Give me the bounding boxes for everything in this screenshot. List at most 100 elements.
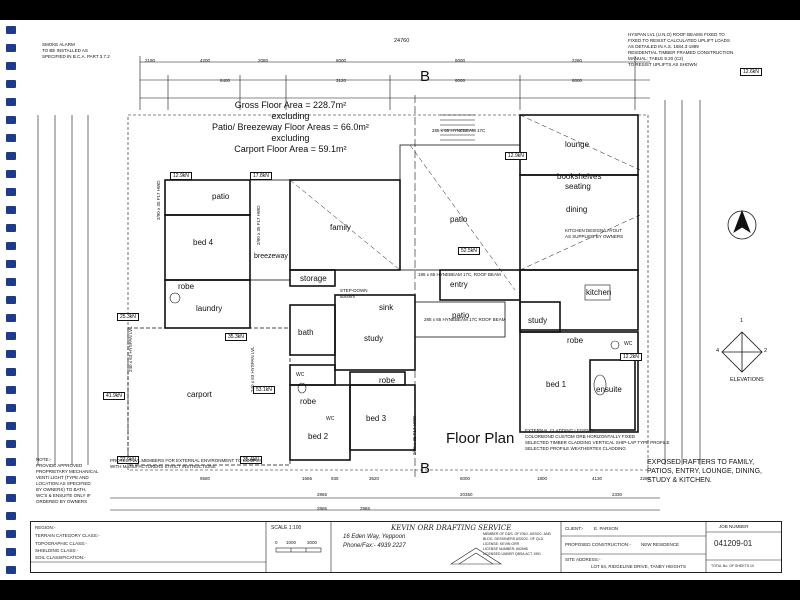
- binding-ring: [6, 386, 16, 394]
- floor-plan-title: Floor Plan: [446, 430, 515, 447]
- title-block: REGION:- TERRAIN CATEGORY CLASS:- TOPOGR…: [30, 521, 782, 573]
- room-wc-1: WC: [624, 341, 633, 347]
- room-entry: entry: [450, 280, 468, 289]
- load-box-5: 35.3kN: [225, 333, 247, 341]
- binding-ring: [6, 260, 16, 268]
- dim-top-4: 6000: [455, 58, 466, 63]
- overall-dimension: 24760: [394, 38, 410, 44]
- binding-ring: [6, 98, 16, 106]
- tb-firm: KEVIN ORR DRAFTING SERVICE: [391, 524, 512, 532]
- elevation-1: 1: [740, 318, 744, 324]
- tb-region: REGION:-: [35, 525, 56, 530]
- room-patio-left: patio: [212, 192, 230, 201]
- binding-ring: [6, 80, 16, 88]
- room-storage: storage: [300, 274, 327, 283]
- binding-ring: [6, 278, 16, 286]
- binding-ring: [6, 404, 16, 412]
- dim-bottom-7: 2280: [640, 476, 651, 481]
- binding-ring: [6, 440, 16, 448]
- room-family: family: [330, 223, 351, 232]
- room-bookshelves: bookshelves: [557, 172, 602, 181]
- room-bed-4: bed 4: [193, 238, 214, 247]
- elevation-2: 2: [764, 348, 768, 354]
- dim-top-5: 2280: [572, 58, 583, 63]
- room-bath: bath: [298, 328, 314, 337]
- section-marker-top: B: [420, 68, 431, 85]
- beam-label-3: 285 x 65 HYNEBEAM 17C ROOF BEAM: [424, 317, 506, 322]
- binding-ring: [6, 476, 16, 484]
- dim-top-3: 6000: [336, 58, 347, 63]
- load-box-2: 17.8kN: [250, 172, 272, 180]
- room-patio-center: patio: [450, 215, 468, 224]
- dim-top-1: 4200: [200, 58, 211, 63]
- elevations-label: ELEVATIONS: [730, 377, 764, 383]
- load-box-4: 25.3kN: [117, 313, 139, 321]
- binding-ring: [6, 134, 16, 142]
- room-carport: carport: [187, 390, 212, 399]
- room-robe-3: robe: [300, 397, 317, 406]
- room-bed-2: bed 2: [308, 432, 329, 441]
- tb-sheets: TOTAL No. OF SHEETS 10: [711, 564, 754, 568]
- binding-ring: [6, 170, 16, 178]
- tb-site-label: SITE ADDRESS:-: [565, 557, 601, 562]
- spiral-binding: [0, 20, 22, 580]
- tb-address: 16 Eden Way, Yeppoon: [343, 534, 406, 540]
- room-wc-2: WC: [296, 372, 305, 378]
- drawing-sheet: SMOKE ALARM TO BE INSTALLED AS SPECIFIED…: [0, 20, 800, 580]
- dim-second-2: 6000: [455, 78, 466, 83]
- binding-ring: [6, 566, 16, 574]
- vent-light-note: NOTE:- PROVIDE APPROVED PROPRIETARY MECH…: [36, 457, 99, 504]
- tb-phone: Phone/Fax:- 4939 2227: [343, 543, 406, 549]
- beam-label-2: 195 x 65 HYNEBEAM 17C, ROOF BEAM: [418, 272, 501, 277]
- load-box-10: 52.5kN: [458, 247, 480, 255]
- binding-ring: [6, 206, 16, 214]
- dim-bottom3-1: 2865: [317, 506, 328, 511]
- beam-label-6: 2/90 x 35 F17 HWD: [156, 180, 161, 220]
- load-box-3: 12.9kN: [505, 152, 527, 160]
- room-dining: dining: [566, 205, 588, 214]
- room-sink: sink: [379, 303, 394, 312]
- beam-label-1: 285 x 65 HYNEBEAM 17C: [432, 128, 486, 133]
- dim-top-2: 2080: [258, 58, 269, 63]
- tb-scale-1: 1000: [286, 540, 297, 545]
- title-block-grid: [31, 522, 781, 572]
- room-study-center: study: [364, 334, 384, 343]
- load-box-1: 12.9kN: [170, 172, 192, 180]
- binding-ring: [6, 62, 16, 70]
- uplift-load-box: 12.6kN: [740, 68, 762, 76]
- tb-client-label: CLIENT:-: [565, 526, 584, 531]
- binding-ring: [6, 26, 16, 34]
- room-robe-4: robe: [379, 376, 396, 385]
- room-lounge: lounge: [565, 140, 590, 149]
- dim-second-1: 3120: [336, 78, 347, 83]
- room-bed-3: bed 3: [366, 414, 387, 423]
- tb-job-label: JOB NUMBER: [719, 524, 749, 529]
- room-study-right: study: [528, 316, 548, 325]
- room-seating: seating: [565, 182, 591, 191]
- dim-bottom2-2: 2330: [612, 492, 623, 497]
- tb-scale-0: 0: [275, 540, 278, 545]
- binding-ring: [6, 188, 16, 196]
- dim-top-0: 2190: [145, 58, 156, 63]
- dim-bottom2-0: 2865: [317, 492, 328, 497]
- binding-ring: [6, 242, 16, 250]
- dim-bottom-6: 4130: [592, 476, 603, 481]
- dim-bottom-3: 3620: [369, 476, 380, 481]
- tb-shielding: SHIELDING CLASS:-: [35, 548, 79, 553]
- tb-proposed-label: PROPOSED CONSTRUCTION:-: [565, 542, 631, 547]
- dim-second-0: 6400: [220, 78, 231, 83]
- room-ensuite: ensuite: [596, 385, 622, 394]
- dim-bottom-5: 1800: [537, 476, 548, 481]
- binding-ring: [6, 512, 16, 520]
- dim-bottom-4: 6000: [460, 476, 471, 481]
- beam-label-4: 240 x 63 HYSPAN LVL: [128, 326, 133, 372]
- cladding-legend: EXTERNAL CLADDING LEGEND:- COLORBOND CUS…: [525, 428, 670, 451]
- binding-ring: [6, 116, 16, 124]
- floor-plan-drawing: [37, 56, 763, 511]
- tb-scale: SCALE 1:100: [271, 525, 302, 531]
- room-bed-1: bed 1: [546, 380, 567, 389]
- floor-areas: Gross Floor Area = 228.7m² excluding Pat…: [212, 100, 369, 154]
- tb-site: LOT 84, RIDGELINE DRIVE, TANBY HEIGHTS: [591, 564, 686, 569]
- step-down-note: STEP-DOWN 500mm: [340, 288, 368, 299]
- tb-topographic: TOPOGRAPHIC CLASS:-: [35, 541, 87, 546]
